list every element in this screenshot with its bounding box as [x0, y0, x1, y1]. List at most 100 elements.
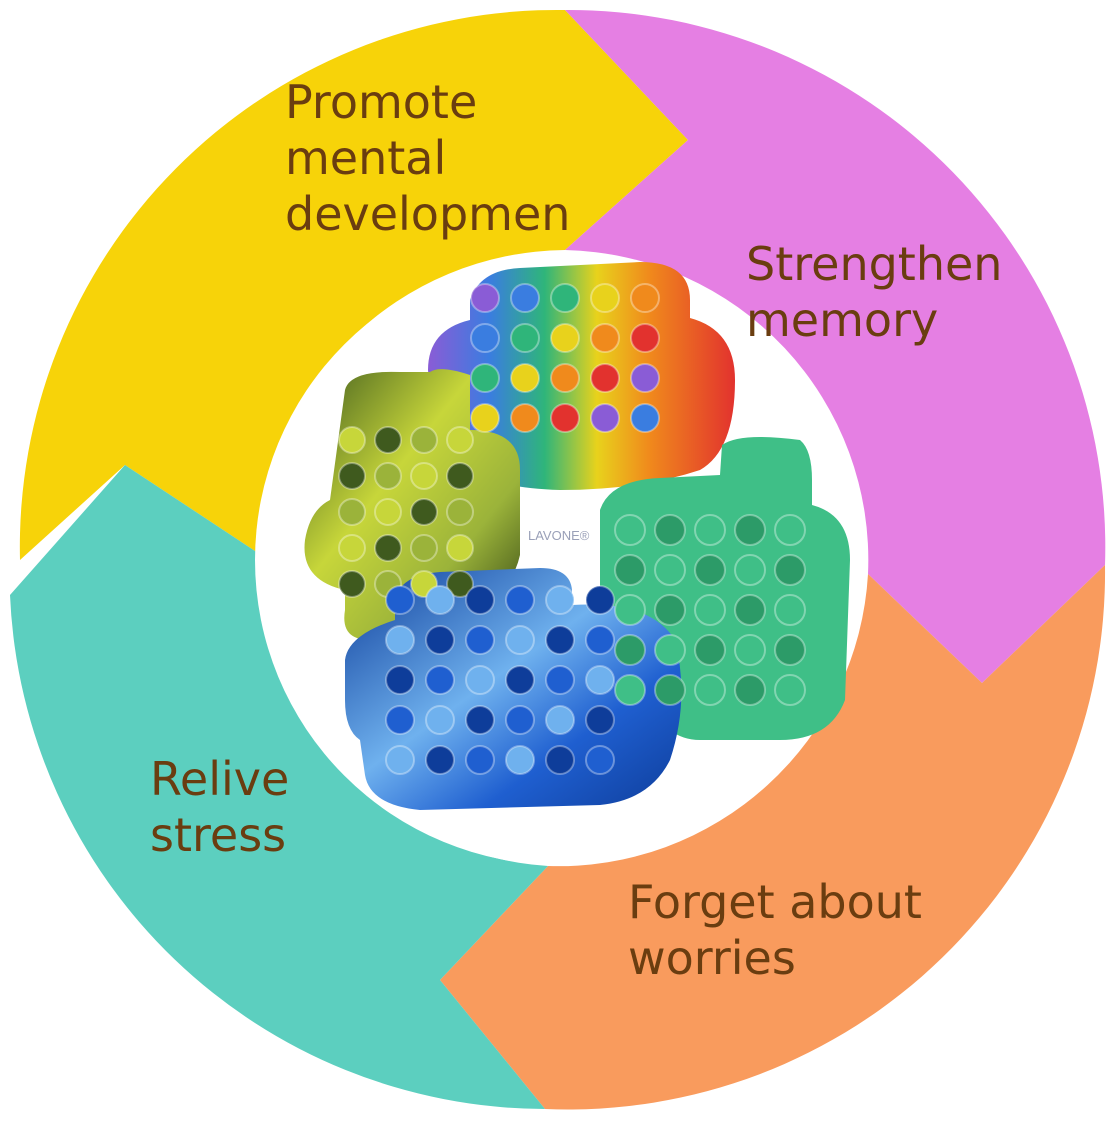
pop-bubble: [585, 665, 615, 695]
pop-bubble: [774, 594, 806, 626]
pop-bubble: [385, 745, 415, 775]
pop-bubble: [614, 514, 646, 546]
pop-bubble: [374, 498, 402, 526]
pop-bubble: [654, 554, 686, 586]
pop-bubble: [734, 554, 766, 586]
segment-label-line: stress: [150, 808, 286, 862]
pop-bubble: [410, 498, 438, 526]
pop-bubble: [470, 403, 500, 433]
pop-bubble: [505, 585, 535, 615]
pop-bubble: [446, 570, 474, 598]
pop-bubble: [465, 665, 495, 695]
segment-worries: [440, 565, 1106, 1110]
pop-bubble: [694, 594, 726, 626]
pop-bubble: [446, 426, 474, 454]
pop-bubble: [470, 363, 500, 393]
pop-bubble: [614, 634, 646, 666]
pop-bubble: [694, 634, 726, 666]
pop-bubble: [505, 665, 535, 695]
segment-promote: [19, 9, 688, 561]
pop-bubble: [630, 283, 660, 313]
pop-bubble: [465, 585, 495, 615]
pop-bubble: [338, 534, 366, 562]
segment-label-line: memory: [746, 293, 938, 347]
pop-bubble: [505, 745, 535, 775]
pop-bubble: [585, 705, 615, 735]
pop-bubble: [470, 283, 500, 313]
pop-bubble: [630, 403, 660, 433]
pop-bubble: [425, 625, 455, 655]
pop-bubble: [425, 705, 455, 735]
pop-bubble: [505, 705, 535, 735]
pop-bubble: [545, 705, 575, 735]
pop-bubble: [590, 283, 620, 313]
pop-bubble: [425, 585, 455, 615]
pop-bubble: [385, 585, 415, 615]
pop-bubble: [590, 363, 620, 393]
pop-bubble: [510, 323, 540, 353]
segment-label-line: Forget about: [628, 875, 922, 929]
pop-bubble: [630, 363, 660, 393]
pop-bubble: [614, 554, 646, 586]
segment-label-line: developmen: [285, 187, 570, 241]
segment-label-line: Strengthen: [746, 237, 1002, 291]
pop-bubble: [550, 283, 580, 313]
segment-label-line: Relive: [150, 752, 289, 806]
pop-bubble: [694, 674, 726, 706]
pop-bubble: [774, 514, 806, 546]
pop-bubble: [654, 634, 686, 666]
pop-bubble: [510, 283, 540, 313]
pop-bubble: [385, 665, 415, 695]
pop-bubble: [410, 462, 438, 490]
segment-label-line: Promote: [285, 75, 477, 129]
pop-bubble: [465, 745, 495, 775]
pop-bubble: [630, 323, 660, 353]
pop-bubble: [614, 594, 646, 626]
pop-bubble: [550, 363, 580, 393]
pop-bubble: [734, 634, 766, 666]
pop-bubble: [734, 674, 766, 706]
pop-bubble: [446, 534, 474, 562]
pop-bubble: [734, 594, 766, 626]
pop-bubble: [510, 363, 540, 393]
pop-bubble: [338, 426, 366, 454]
pop-bubble: [694, 554, 726, 586]
pop-bubble: [470, 323, 500, 353]
pop-bubble: [590, 323, 620, 353]
pop-bubble: [550, 403, 580, 433]
brand-watermark: LAVONE®: [528, 528, 590, 543]
pop-bubble: [545, 665, 575, 695]
pop-bubble: [614, 674, 646, 706]
pop-bubble: [545, 585, 575, 615]
pop-bubble: [385, 625, 415, 655]
pop-bubble: [338, 462, 366, 490]
pop-bubble: [774, 674, 806, 706]
pop-bubble: [410, 534, 438, 562]
pop-bubble: [694, 514, 726, 546]
pop-bubble: [505, 625, 535, 655]
pop-bubble: [654, 674, 686, 706]
segment-label-line: worries: [628, 931, 796, 985]
pop-bubble: [465, 705, 495, 735]
pop-bubble: [385, 705, 415, 735]
pop-bubble: [338, 498, 366, 526]
pop-bubble: [510, 403, 540, 433]
pop-bubble: [338, 570, 366, 598]
pop-bubble: [774, 634, 806, 666]
rainbow-pop-toy: [428, 262, 735, 490]
pop-toys-illustration: [304, 262, 850, 810]
pop-bubble: [410, 426, 438, 454]
pop-bubble: [446, 498, 474, 526]
pop-bubble: [585, 585, 615, 615]
pop-bubble: [425, 665, 455, 695]
pop-bubble: [425, 745, 455, 775]
pop-bubble: [545, 745, 575, 775]
segment-stress: [10, 465, 548, 1109]
pop-bubble: [774, 554, 806, 586]
pop-bubble: [374, 534, 402, 562]
pop-bubble: [734, 514, 766, 546]
